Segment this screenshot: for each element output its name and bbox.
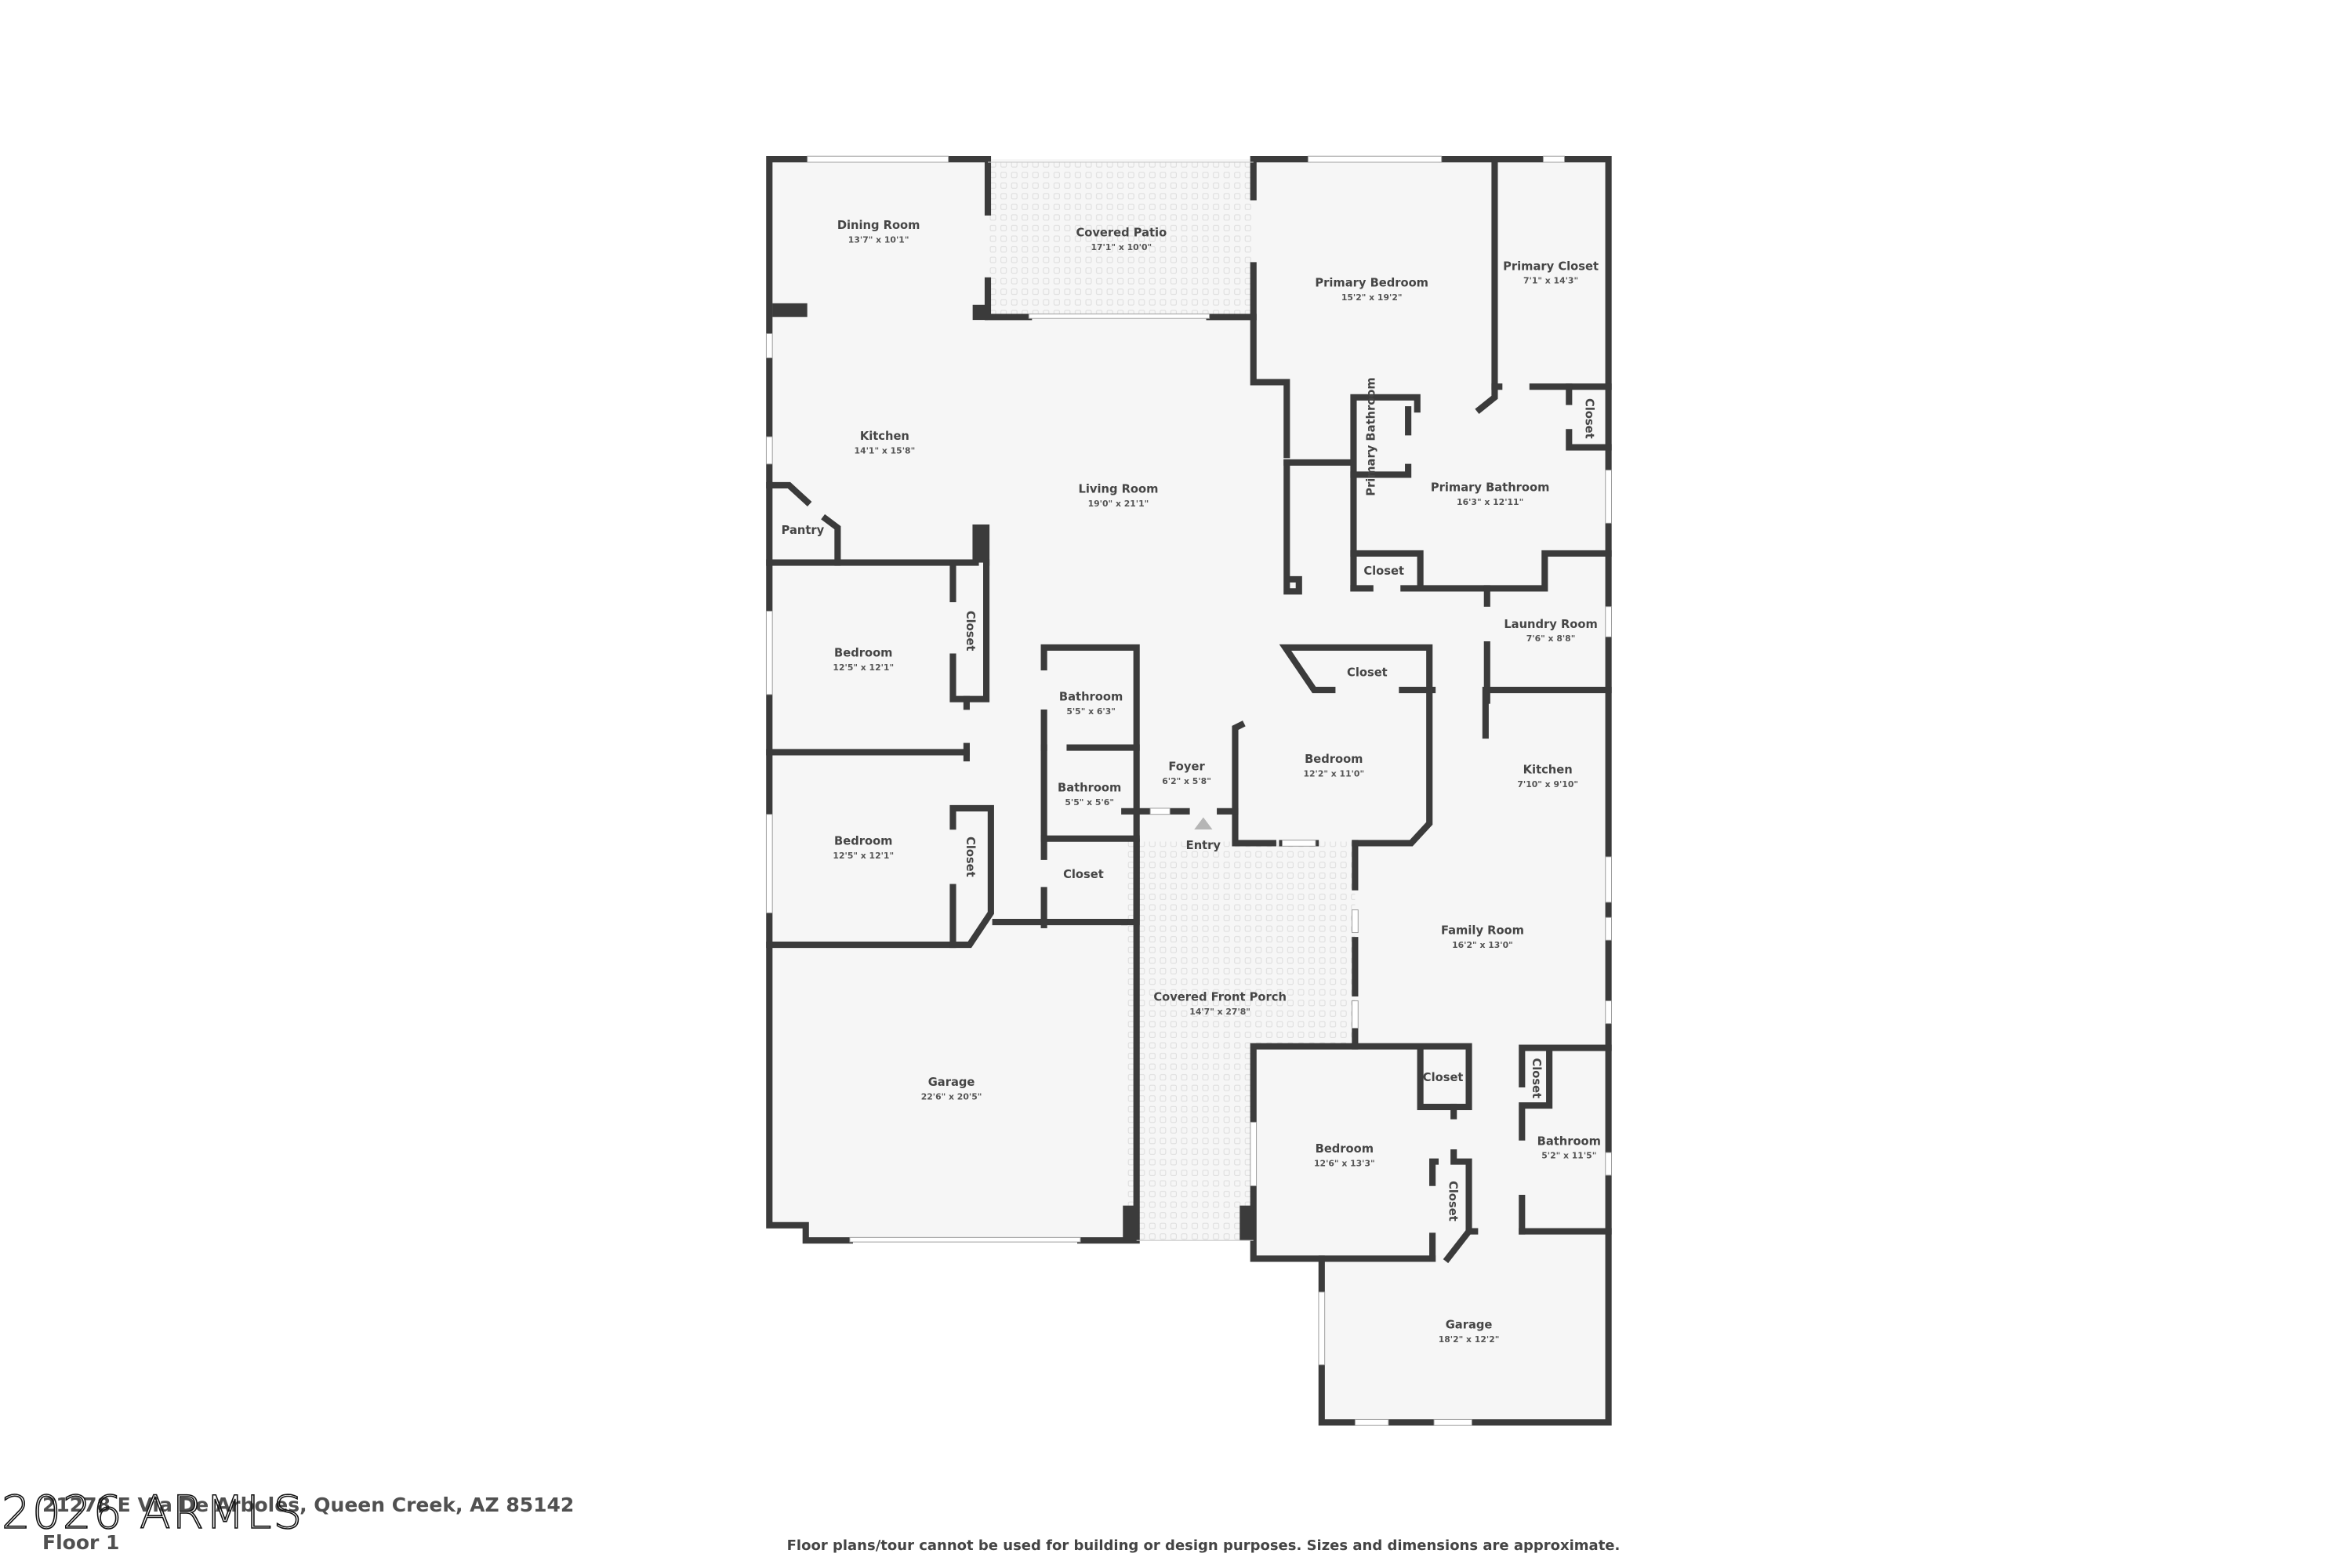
- svg-text:Dining Room: Dining Room: [837, 219, 920, 232]
- svg-text:Primary Closet: Primary Closet: [1503, 260, 1599, 273]
- room-bathroom-2: Bathroom 5'5" x 5'6": [1058, 782, 1121, 808]
- svg-text:Closet: Closet: [964, 837, 977, 877]
- svg-text:Entry: Entry: [1186, 839, 1221, 852]
- svg-text:6'2" x 5'8": 6'2" x 5'8": [1162, 776, 1211, 786]
- room-laundry-room: Laundry Room 7'6" x 8'8": [1504, 618, 1597, 644]
- svg-text:Bathroom: Bathroom: [1537, 1134, 1601, 1148]
- disclaimer-text: Floor plans/tour cannot be used for buil…: [786, 1537, 1621, 1554]
- svg-text:5'5" x 6'3": 5'5" x 6'3": [1066, 706, 1116, 717]
- walls: [766, 156, 1612, 1426]
- room-labels: Dining Room 13'7" x 10'1" Covered Patio …: [782, 219, 1601, 1345]
- room-bathroom-3-closet: Closet: [1530, 1058, 1543, 1098]
- svg-text:Primary Bedroom: Primary Bedroom: [1315, 277, 1428, 290]
- room-garage-1: Garage 22'6" x 20'5": [921, 1076, 982, 1102]
- room-pantry: Pantry: [782, 524, 825, 537]
- svg-text:5'5" x 5'6": 5'5" x 5'6": [1065, 797, 1114, 808]
- room-entry: Entry: [1186, 839, 1221, 852]
- svg-text:13'7" x 10'1": 13'7" x 10'1": [848, 234, 909, 245]
- room-family-room: Family Room 16'2" x 13'0": [1441, 924, 1524, 949]
- room-bedroom-1: Bedroom 12'5" x 12'1": [833, 647, 894, 673]
- svg-text:19'0" x 21'1": 19'0" x 21'1": [1088, 499, 1149, 509]
- room-hall-closet: Closet: [1063, 868, 1104, 881]
- room-primary-closet: Primary Closet 7'1" x 14'3": [1503, 260, 1599, 285]
- svg-text:Closet: Closet: [964, 611, 977, 652]
- room-bedroom-4-closet-side: Closet: [1446, 1181, 1459, 1221]
- svg-text:Closet: Closet: [1583, 398, 1596, 439]
- room-primary-bathroom-toilet: Primary Bathroom: [1365, 377, 1378, 495]
- room-primary-bath-closet: Closet: [1363, 564, 1404, 578]
- svg-text:Closet: Closet: [1347, 666, 1388, 680]
- room-bedroom-3-closet: Closet: [1347, 666, 1388, 680]
- svg-text:18'2" x 12'2": 18'2" x 12'2": [1439, 1334, 1500, 1345]
- front-porch-floor: [1124, 841, 1356, 1241]
- watermark: 2026 ARMLS: [1, 1485, 304, 1540]
- svg-text:Living Room: Living Room: [1078, 483, 1158, 496]
- room-kitchen-2: Kitchen 7'10" x 9'10": [1517, 763, 1578, 789]
- svg-text:Bathroom: Bathroom: [1058, 782, 1121, 795]
- floor-label: Floor 1: [42, 1531, 120, 1554]
- svg-text:7'1" x 14'3": 7'1" x 14'3": [1523, 276, 1578, 286]
- svg-text:12'5" x 12'1": 12'5" x 12'1": [833, 851, 894, 861]
- svg-text:Garage: Garage: [1446, 1318, 1493, 1331]
- windows: [765, 155, 1612, 1426]
- svg-text:17'1" x 10'0": 17'1" x 10'0": [1091, 242, 1152, 252]
- svg-text:Bathroom: Bathroom: [1059, 691, 1123, 704]
- svg-text:12'5" x 12'1": 12'5" x 12'1": [833, 662, 894, 673]
- room-bedroom-2-closet: Closet: [964, 837, 977, 877]
- svg-text:22'6" x 20'5": 22'6" x 20'5": [921, 1091, 982, 1102]
- room-bedroom-4-closet-top: Closet: [1423, 1071, 1464, 1084]
- svg-text:Closet: Closet: [1530, 1058, 1543, 1098]
- svg-text:Laundry Room: Laundry Room: [1504, 618, 1597, 631]
- svg-text:Primary Bathroom: Primary Bathroom: [1365, 377, 1378, 495]
- room-covered-patio: Covered Patio 17'1" x 10'0": [1076, 227, 1167, 252]
- svg-text:Pantry: Pantry: [782, 524, 825, 537]
- svg-text:16'2" x 13'0": 16'2" x 13'0": [1452, 940, 1513, 950]
- room-garage-2: Garage 18'2" x 12'2": [1439, 1318, 1500, 1344]
- room-dining-room: Dining Room 13'7" x 10'1": [837, 219, 920, 245]
- room-covered-front-porch: Covered Front Porch 14'7" x 27'8": [1153, 991, 1287, 1017]
- room-living-room: Living Room 19'0" x 21'1": [1078, 483, 1158, 509]
- property-address: 21278 E Via De Arboles, Queen Creek, AZ …: [42, 1494, 575, 1516]
- svg-text:Closet: Closet: [1446, 1181, 1459, 1221]
- svg-text:Closet: Closet: [1063, 868, 1104, 881]
- svg-text:Bedroom: Bedroom: [834, 647, 892, 660]
- svg-text:Primary Bathroom: Primary Bathroom: [1431, 481, 1550, 495]
- floor-fills: [769, 159, 1609, 1423]
- covered-patio-floor: [988, 162, 1254, 318]
- svg-text:5'2" x 11'5": 5'2" x 11'5": [1541, 1151, 1596, 1161]
- svg-text:15'2" x 19'2": 15'2" x 19'2": [1341, 292, 1403, 303]
- svg-text:14'1" x 15'8": 14'1" x 15'8": [855, 445, 916, 456]
- svg-text:14'7" x 27'8": 14'7" x 27'8": [1189, 1007, 1250, 1017]
- svg-text:12'2" x 11'0": 12'2" x 11'0": [1303, 768, 1364, 779]
- room-bedroom-1-closet: Closet: [964, 611, 977, 652]
- room-bedroom-4: Bedroom 12'6" x 13'3": [1314, 1142, 1375, 1168]
- room-primary-closet-small: Closet: [1583, 398, 1596, 439]
- svg-text:Kitchen: Kitchen: [860, 430, 909, 443]
- room-kitchen: Kitchen 14'1" x 15'8": [855, 430, 916, 456]
- room-primary-bedroom: Primary Bedroom 15'2" x 19'2": [1315, 277, 1428, 303]
- svg-text:12'6" x 13'3": 12'6" x 13'3": [1314, 1158, 1375, 1168]
- room-bathroom-3: Bathroom 5'2" x 11'5": [1537, 1134, 1601, 1160]
- room-bathroom-1: Bathroom 5'5" x 6'3": [1059, 691, 1123, 717]
- svg-text:Bedroom: Bedroom: [1305, 753, 1363, 766]
- svg-text:Closet: Closet: [1363, 564, 1404, 578]
- svg-text:Bedroom: Bedroom: [1316, 1142, 1374, 1156]
- room-foyer: Foyer 6'2" x 5'8": [1162, 760, 1211, 786]
- room-bedroom-2: Bedroom 12'5" x 12'1": [833, 834, 894, 860]
- svg-text:Covered Patio: Covered Patio: [1076, 227, 1167, 240]
- svg-text:Family Room: Family Room: [1441, 924, 1524, 937]
- svg-text:16'3" x 12'11": 16'3" x 12'11": [1457, 497, 1523, 507]
- svg-text:Closet: Closet: [1423, 1071, 1464, 1084]
- entry-arrow-icon: [1194, 817, 1213, 830]
- svg-text:Garage: Garage: [928, 1076, 975, 1089]
- svg-text:7'6" x 8'8": 7'6" x 8'8": [1526, 633, 1576, 644]
- svg-text:Kitchen: Kitchen: [1523, 763, 1573, 776]
- svg-text:Foyer: Foyer: [1168, 760, 1205, 774]
- svg-text:Bedroom: Bedroom: [834, 834, 892, 848]
- room-primary-bathroom: Primary Bathroom 16'3" x 12'11": [1431, 481, 1550, 507]
- svg-text:7'10" x 9'10": 7'10" x 9'10": [1517, 779, 1578, 789]
- svg-text:Covered Front Porch: Covered Front Porch: [1153, 991, 1287, 1004]
- room-bedroom-3: Bedroom 12'2" x 11'0": [1303, 753, 1364, 779]
